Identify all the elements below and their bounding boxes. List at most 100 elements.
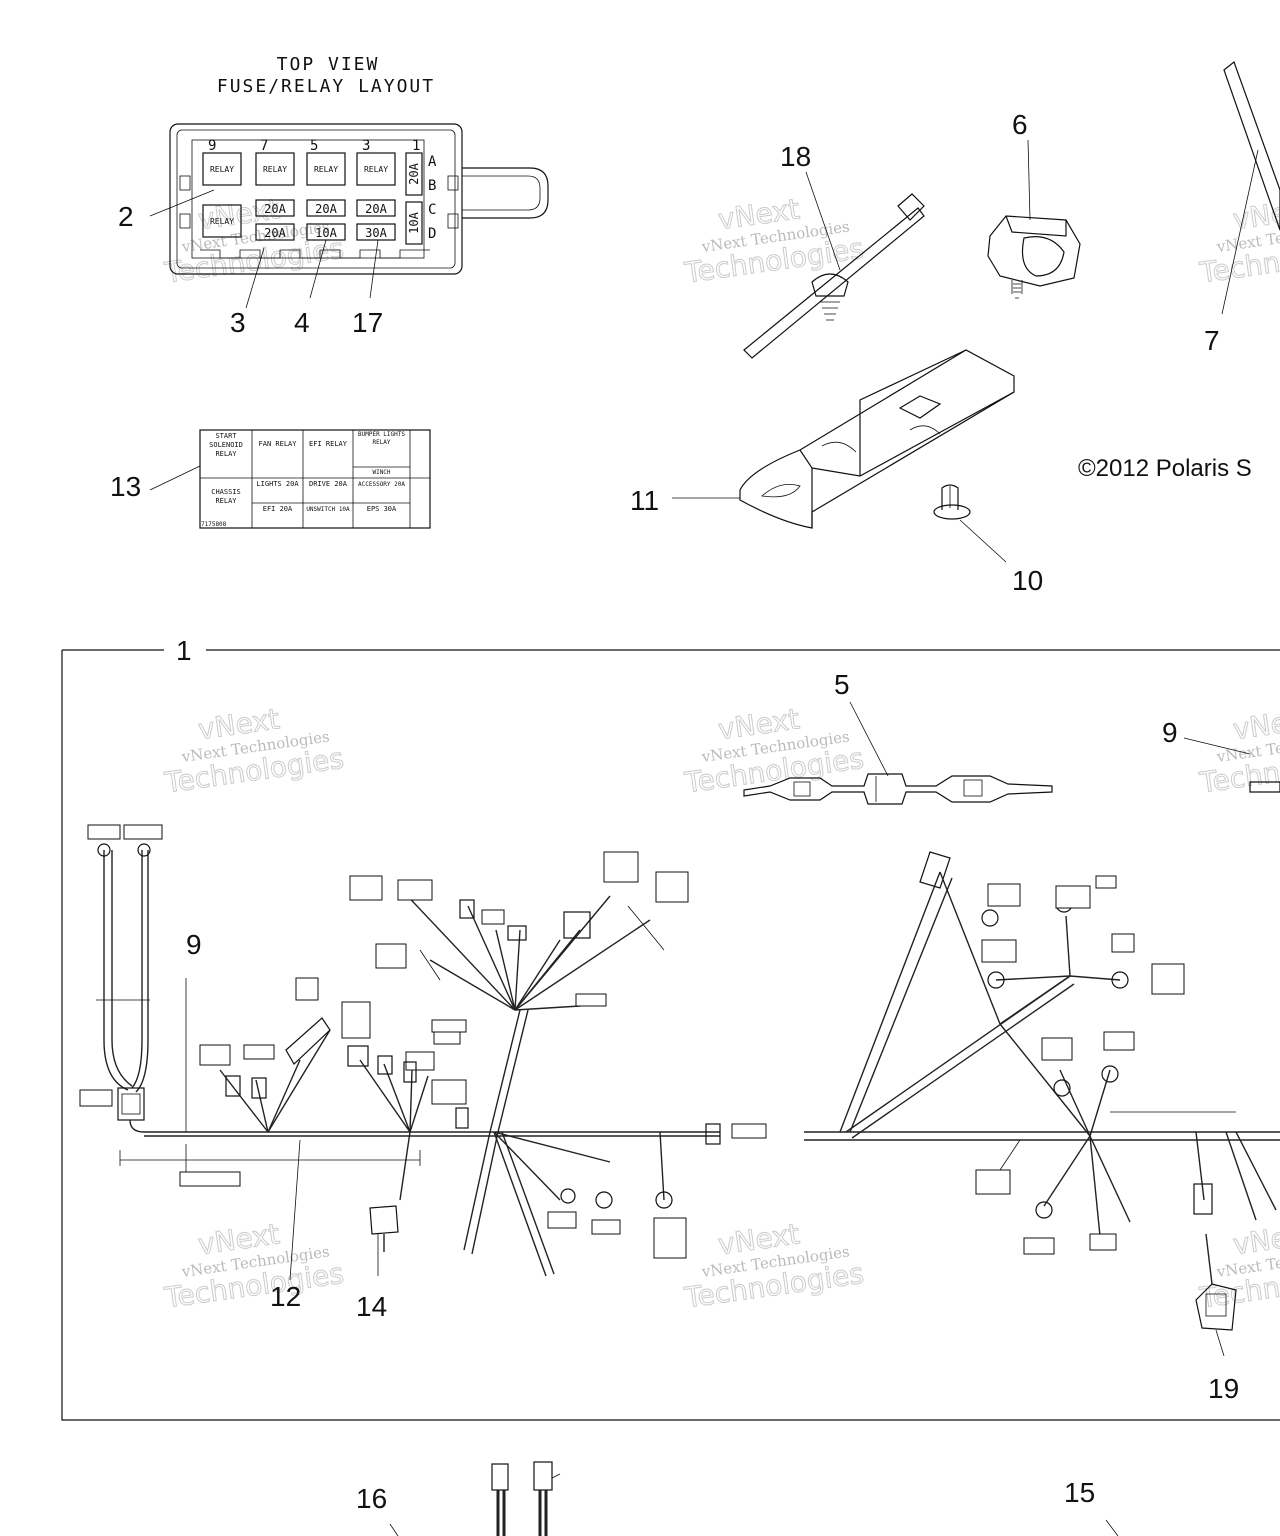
fuse-box-teeth xyxy=(200,249,430,259)
wire-tag xyxy=(1111,933,1135,953)
relay-label: RELAY xyxy=(364,165,388,174)
terminal xyxy=(1035,1201,1053,1219)
watermark: vNext vNext Technologies Technologies xyxy=(162,702,347,800)
fuse-slot xyxy=(255,199,295,217)
fuse-box-clip xyxy=(179,213,191,229)
fuse-rating: 20A xyxy=(365,202,387,216)
connector-latch xyxy=(1005,215,1067,237)
branch-connector xyxy=(459,899,475,919)
wire-branch xyxy=(1089,1135,1131,1223)
wire-tag xyxy=(981,939,1017,963)
trunk-end-connector xyxy=(705,1123,721,1145)
wire-tag xyxy=(1151,963,1185,995)
wire-branch xyxy=(514,919,651,1011)
decal-cell: EPS 30A xyxy=(367,505,397,513)
wire-tag xyxy=(341,1001,371,1039)
inline-fuse-body xyxy=(743,773,1053,805)
inline-fuse-window xyxy=(963,779,983,797)
fuse-box-tab-inner xyxy=(462,175,541,211)
leader-7 xyxy=(1221,149,1259,315)
decal-bumper-lights-relay: BUMPER LIGHTS RELAY xyxy=(358,431,405,446)
callout-7: 7 xyxy=(1204,325,1220,356)
wire-tag xyxy=(975,1169,1011,1195)
column-number: 7 xyxy=(260,138,268,154)
fuse-box-title-line2: FUSE/RELAY LAYOUT xyxy=(217,76,435,97)
leader-12 xyxy=(289,1139,301,1281)
leader-18 xyxy=(805,171,841,271)
fuse-slot xyxy=(356,223,396,241)
wire-tag xyxy=(79,1089,113,1107)
cable-tie-strap xyxy=(743,207,925,359)
decal-cell: FAN RELAY xyxy=(259,440,297,448)
decal-cell: ACCESSORY 20A xyxy=(358,481,405,488)
relay-label: RELAY xyxy=(210,165,234,174)
fuse-box-clip xyxy=(447,175,459,191)
bracket-wall xyxy=(859,349,967,476)
wire-branch xyxy=(383,1063,411,1133)
wire-branch xyxy=(103,850,129,1091)
frame-border xyxy=(61,649,1280,1421)
relay-label: RELAY xyxy=(210,217,234,226)
inline-fuse-window xyxy=(793,781,811,797)
leader-9-right xyxy=(1183,737,1251,755)
wire-branch xyxy=(399,887,516,1011)
wire-branch xyxy=(1089,1069,1111,1137)
cable-tie-barb xyxy=(820,295,840,321)
callout-14: 14 xyxy=(356,1291,387,1322)
watermark: vNext vNext Technologies Technologies xyxy=(162,1217,347,1315)
leader-15 xyxy=(1105,1519,1119,1536)
terminal xyxy=(987,971,1005,989)
wire-branch xyxy=(999,975,1071,1025)
wire-branch xyxy=(359,1059,411,1133)
wire-branch xyxy=(267,1029,331,1133)
wire-tag xyxy=(1103,1031,1135,1051)
callout-6: 6 xyxy=(1012,109,1028,140)
column-number: 1 xyxy=(412,138,420,154)
fuse-rating: 20A xyxy=(264,202,286,216)
part-9-right xyxy=(1249,781,1280,793)
fuse-box-clip xyxy=(179,175,191,191)
wire-branch xyxy=(659,1131,665,1201)
callout-15: 15 xyxy=(1064,1477,1095,1508)
watermarks: vNext vNext Technologies Technologies vN… xyxy=(162,192,1280,1315)
column-number: 5 xyxy=(310,138,318,154)
branch-connector xyxy=(919,851,951,889)
part-16-wire xyxy=(538,1490,548,1536)
cable-tie-mount xyxy=(811,273,849,297)
wire-branch xyxy=(409,1069,413,1133)
leader-5 xyxy=(849,701,889,777)
wire-tag xyxy=(433,1031,461,1045)
connector-face xyxy=(1205,1293,1227,1317)
branch-connector xyxy=(1193,1183,1213,1215)
wire-branch xyxy=(267,1059,301,1133)
watermark: vNext vNext Technologies Technologies xyxy=(1197,702,1280,800)
wire-branch xyxy=(489,1009,521,1133)
wire-branch xyxy=(493,1131,561,1201)
wire-tag xyxy=(243,1044,275,1060)
terminal xyxy=(560,1188,576,1204)
leader-17 xyxy=(369,239,379,299)
callout-17: 17 xyxy=(352,307,383,338)
bracket-slot xyxy=(898,395,942,419)
wire-branch xyxy=(501,1131,555,1275)
fuse-slot xyxy=(306,199,346,217)
callout-1: 1 xyxy=(176,635,192,666)
wire-branch xyxy=(111,850,133,1087)
wire-branch xyxy=(939,871,1001,1025)
fuse-slot xyxy=(255,223,295,241)
wire-branch xyxy=(1089,1135,1101,1237)
decal-border xyxy=(199,429,431,529)
wire-tag xyxy=(603,851,639,883)
fuse-rating: 20A xyxy=(407,162,421,184)
watermark: vNext vNext Technologies Technologies xyxy=(682,702,867,800)
wire-tag xyxy=(123,824,163,840)
branch-connector xyxy=(403,1061,417,1083)
wire-tag xyxy=(1023,1237,1055,1255)
left-harness xyxy=(79,824,767,1277)
leader-6 xyxy=(1027,139,1031,221)
wire-branch xyxy=(849,877,953,1133)
leader-10 xyxy=(959,519,1007,563)
fuse-relay-box: TOP VIEW FUSE/RELAY LAYOUT 9 7 5 3 1 A B… xyxy=(169,54,549,275)
wire-tag xyxy=(655,871,689,903)
leader-13 xyxy=(149,465,201,491)
